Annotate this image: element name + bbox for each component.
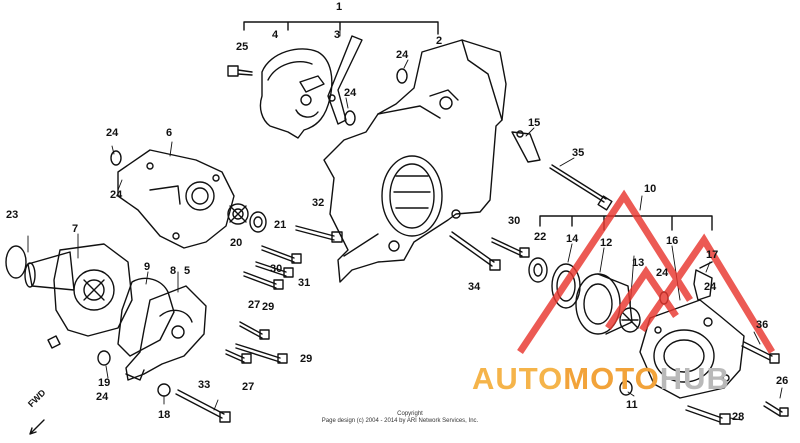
o-ring-23 <box>5 245 27 279</box>
part-label-p17: 17 <box>706 249 719 261</box>
part-label-p19: 19 <box>98 377 111 389</box>
leader-lines <box>27 23 783 421</box>
cover-plate-4 <box>259 48 333 139</box>
bolt-29-lower <box>235 343 288 364</box>
part-label-p24d: 24 <box>110 189 123 201</box>
bolt-30-upper <box>261 245 302 264</box>
part-label-p8: 8 <box>170 265 177 277</box>
seal-21 <box>249 211 267 233</box>
part-label-p35: 35 <box>572 147 585 159</box>
seal-22 <box>528 257 548 283</box>
part-label-p24a: 24 <box>396 49 409 61</box>
pump-body-6 <box>117 149 235 249</box>
part-label-p24b: 24 <box>344 87 357 99</box>
bolt-30-lower <box>491 237 530 258</box>
part-label-p20: 20 <box>230 237 243 249</box>
brand-hub: HUB <box>659 361 730 396</box>
part-label-p15: 15 <box>528 117 541 129</box>
watermark-brand: AUTOMOTOHUB <box>472 362 730 396</box>
part-label-p24c: 24 <box>106 127 119 139</box>
part-label-p10: 10 <box>644 183 657 195</box>
part-label-p14: 14 <box>566 233 579 245</box>
part-label-p5: 5 <box>184 265 191 277</box>
copyright-title: Copyright <box>397 411 423 417</box>
bolt-27-upper <box>239 321 270 340</box>
part-label-p18: 18 <box>158 409 171 421</box>
part-label-p21: 21 <box>274 219 287 231</box>
part-label-p27a: 27 <box>248 299 261 311</box>
part-label-p29b: 29 <box>300 353 313 365</box>
part-label-p2: 2 <box>436 35 443 47</box>
bolt-26 <box>763 401 789 417</box>
assembly-bracket-1 <box>243 21 439 35</box>
part-label-p1: 1 <box>336 1 343 13</box>
part-label-p6: 6 <box>166 127 173 139</box>
bolt-27-lower <box>225 349 252 364</box>
bolt-29-upper <box>243 271 284 290</box>
part-label-p28: 28 <box>732 411 745 423</box>
washer-18 <box>157 383 171 397</box>
bolt-36 <box>741 341 780 364</box>
part-label-p16: 16 <box>666 235 679 247</box>
part-label-p33: 33 <box>198 379 211 391</box>
part-label-p4: 4 <box>272 29 279 41</box>
part-label-p34: 34 <box>468 281 481 293</box>
part-label-p23: 23 <box>6 209 19 221</box>
brand-moto: MOTO <box>563 361 660 396</box>
part-label-p36: 36 <box>756 319 769 331</box>
outlet-housing-16 <box>639 299 745 399</box>
impeller-housing-7 <box>24 243 133 349</box>
part-label-p32: 32 <box>312 197 325 209</box>
part-label-p22: 22 <box>534 231 547 243</box>
part-label-p11: 11 <box>626 399 638 411</box>
clip-15 <box>511 130 541 163</box>
bolt-28 <box>685 405 731 425</box>
engine-cover-2 <box>323 39 507 283</box>
part-label-p30b: 30 <box>508 215 521 227</box>
part-label-p24e: 24 <box>96 391 109 403</box>
seal-20 <box>227 203 249 225</box>
part-label-p3: 3 <box>334 29 341 41</box>
bolt-25 <box>227 65 253 77</box>
part-label-p31: 31 <box>298 277 311 289</box>
part-label-p24g: 24 <box>704 281 717 293</box>
part-label-p13: 13 <box>632 257 645 269</box>
part-label-p26: 26 <box>776 375 789 387</box>
gasket-9 <box>117 277 175 357</box>
rod-35 <box>549 164 613 211</box>
brand-auto: AUTO <box>472 361 564 396</box>
part-label-p12: 12 <box>600 237 613 249</box>
bolt-31 <box>255 261 294 278</box>
assembly-bracket-10 <box>539 215 713 231</box>
part-label-p9: 9 <box>144 261 151 273</box>
bolt-32 <box>295 225 343 243</box>
pump-cover-8 <box>125 285 207 381</box>
part-label-p30a: 30 <box>270 263 283 275</box>
watermark-logo <box>517 189 775 354</box>
part-label-p27b: 27 <box>242 381 255 393</box>
bolt-33 <box>175 389 231 423</box>
part-label-p7: 7 <box>72 223 79 235</box>
bolt-34 <box>449 231 501 271</box>
lever-3 <box>327 35 363 125</box>
fwd-arrow <box>29 419 45 435</box>
part-label-p25: 25 <box>236 41 249 53</box>
part-label-p24f: 24 <box>656 267 669 279</box>
copyright-line: Page design (c) 2004 - 2014 by ARI Netwo… <box>321 418 479 424</box>
part-label-p29a: 29 <box>262 301 275 313</box>
washer-11 <box>619 380 633 396</box>
